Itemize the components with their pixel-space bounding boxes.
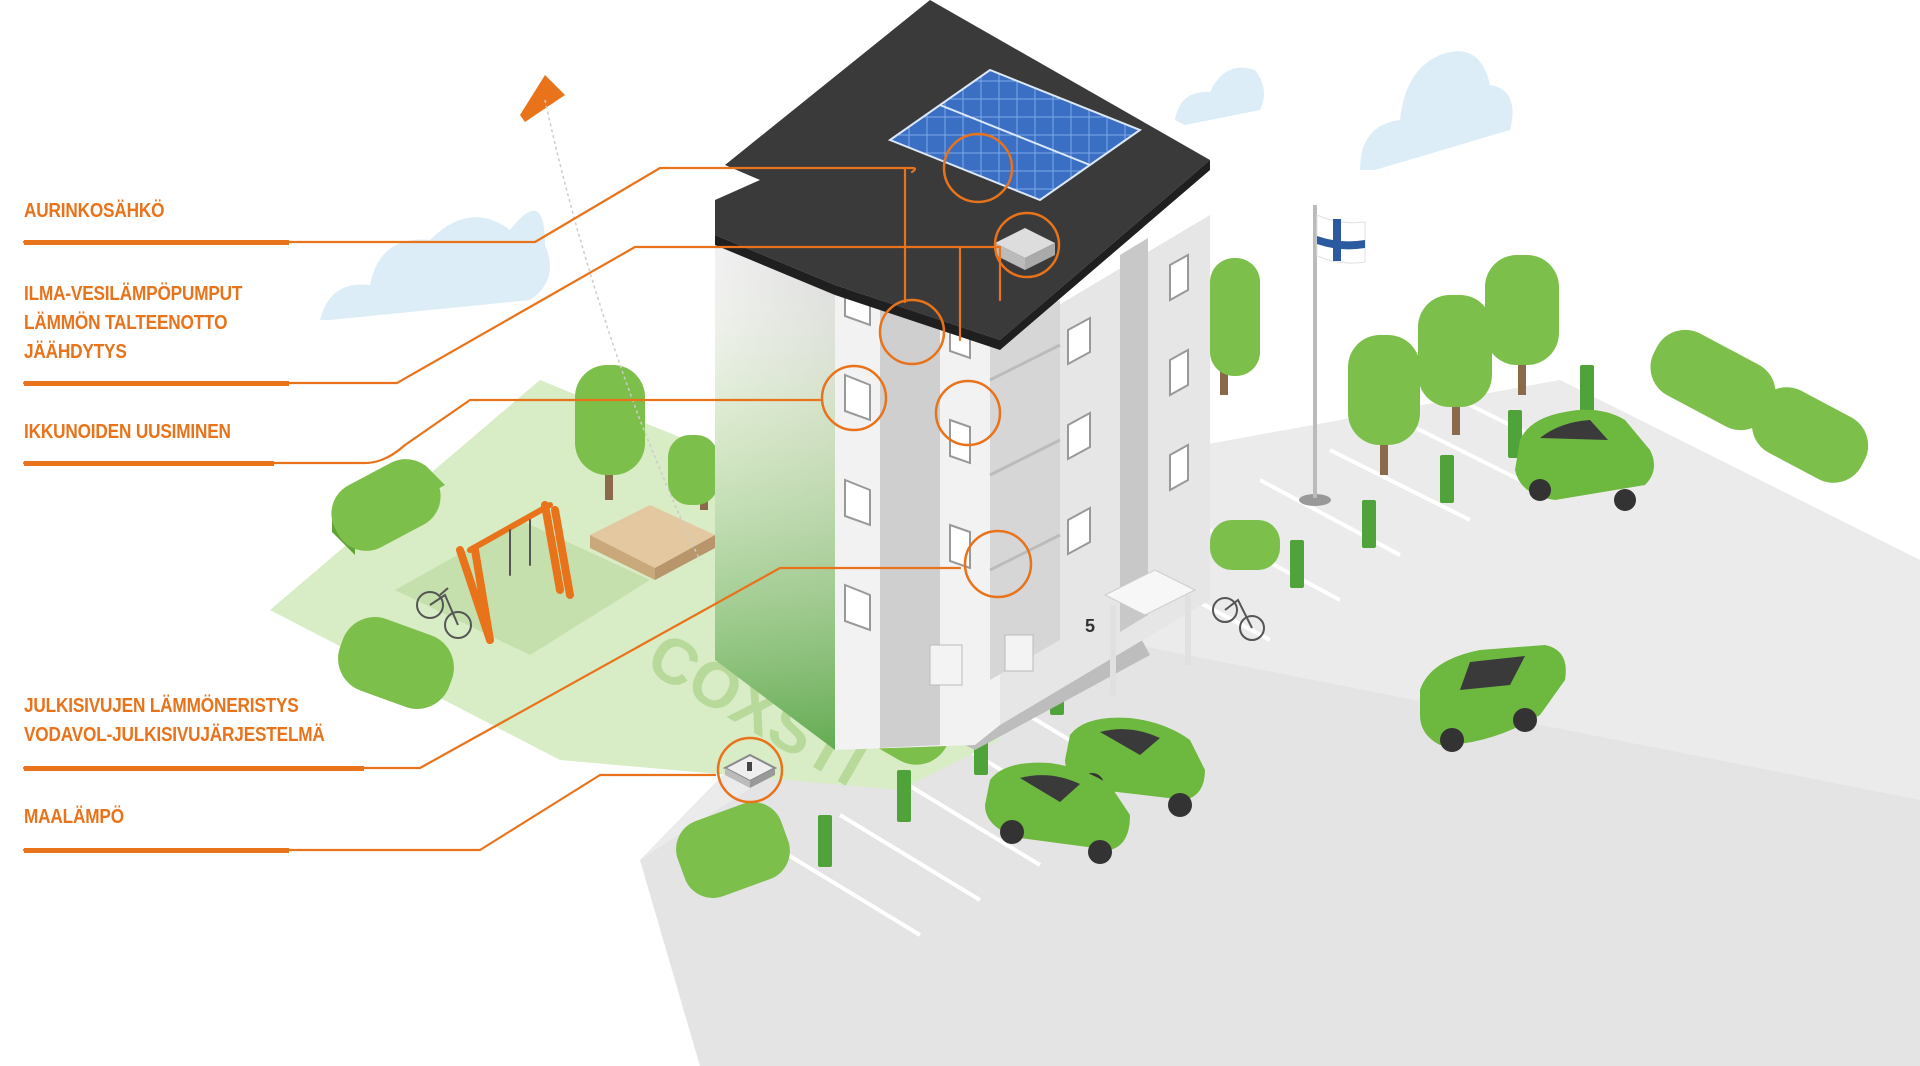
callout-circles [716,132,1061,804]
tree-icon [1210,258,1260,395]
swing-icon [456,501,574,644]
hedge-icon [338,617,454,709]
building-number: 5 [1085,616,1095,636]
hedge-icon [331,459,445,555]
window-icon [1067,253,1189,556]
callout-label-geothermal: MAALÄMPÖ [24,803,124,832]
callout-label-line: ILMA-VESILÄMPÖPUMPUT [24,283,243,305]
callout-circle-cooling [934,379,1002,447]
tree-icon [1348,335,1420,475]
leader-aurinkosahko [22,166,917,244]
callout-label-windows: IKKUNOIDEN UUSIMINEN [24,418,231,447]
leader-ikkunat [22,398,822,465]
bicycle-icon [416,587,472,639]
cloud-icon [1360,51,1513,170]
callout-label-line: JULKISIVUJEN LÄMMÖNERISTYS [24,695,299,717]
tree-icon [1485,255,1559,395]
hedge-icon [1210,520,1280,570]
kite-icon [520,75,701,561]
geothermal-well-icon [722,753,778,788]
green-wall-gradient [715,235,835,750]
hedge-icon [1751,387,1869,483]
callout-circle-heat-pump [993,211,1061,279]
callout-label-line: LÄMMÖN TALTEENOTTO [24,312,228,334]
callout-label-line: IKKUNOIDEN UUSIMINEN [24,421,231,443]
play-area [395,520,650,655]
callout-label-line: JÄÄHDYTYS [24,341,127,363]
building-right-strip [1120,238,1148,632]
sandbox-icon [590,505,715,580]
tree-icon [575,365,645,500]
hedge-icon [1650,329,1776,431]
tree-icon [668,435,718,510]
building-plinth [715,600,1150,750]
finnish-flag-icon [1299,205,1366,506]
building-dark-strip [880,290,940,748]
electric-car-icon [1420,645,1566,752]
callout-label-line: MAALÄMPÖ [24,806,124,828]
cloud-icon [320,210,550,320]
electric-car-icon [985,762,1130,864]
electric-car-icon [1515,409,1654,511]
outdoor-unit-icon [929,634,1034,686]
tree-icon [1418,295,1492,435]
entrance-canopy [1103,569,1197,695]
hedge-icon [676,802,790,898]
callout-circle-solar [942,132,1014,204]
callout-label-line: AURINKOSÄHKÖ [24,200,165,222]
callout-circle-geothermal [716,736,784,804]
callout-label-line: VODAVOL-JULKISIVUJÄRJESTELMÄ [24,724,325,746]
callout-label-heat-pumps: ILMA-VESILÄMPÖPUMPUT LÄMMÖN TALTEENOTTO … [24,280,242,367]
balcony-column [990,300,1060,680]
heat-pump-unit-icon [995,228,1055,270]
bicycle-icon [1212,597,1265,641]
label-underlines [24,240,364,853]
cloud-icon [1175,67,1264,125]
callout-label-facade-insulation: JULKISIVUJEN LÄMMÖNERISTYS VODAVOL-JULKI… [24,692,325,750]
callout-circle-facade [963,529,1033,599]
callout-circle-heat-recovery [878,298,946,366]
callout-circle-windows [820,364,888,432]
callout-label-solar-power: AURINKOSÄHKÖ [24,197,165,226]
leader-maalampo [22,773,717,852]
